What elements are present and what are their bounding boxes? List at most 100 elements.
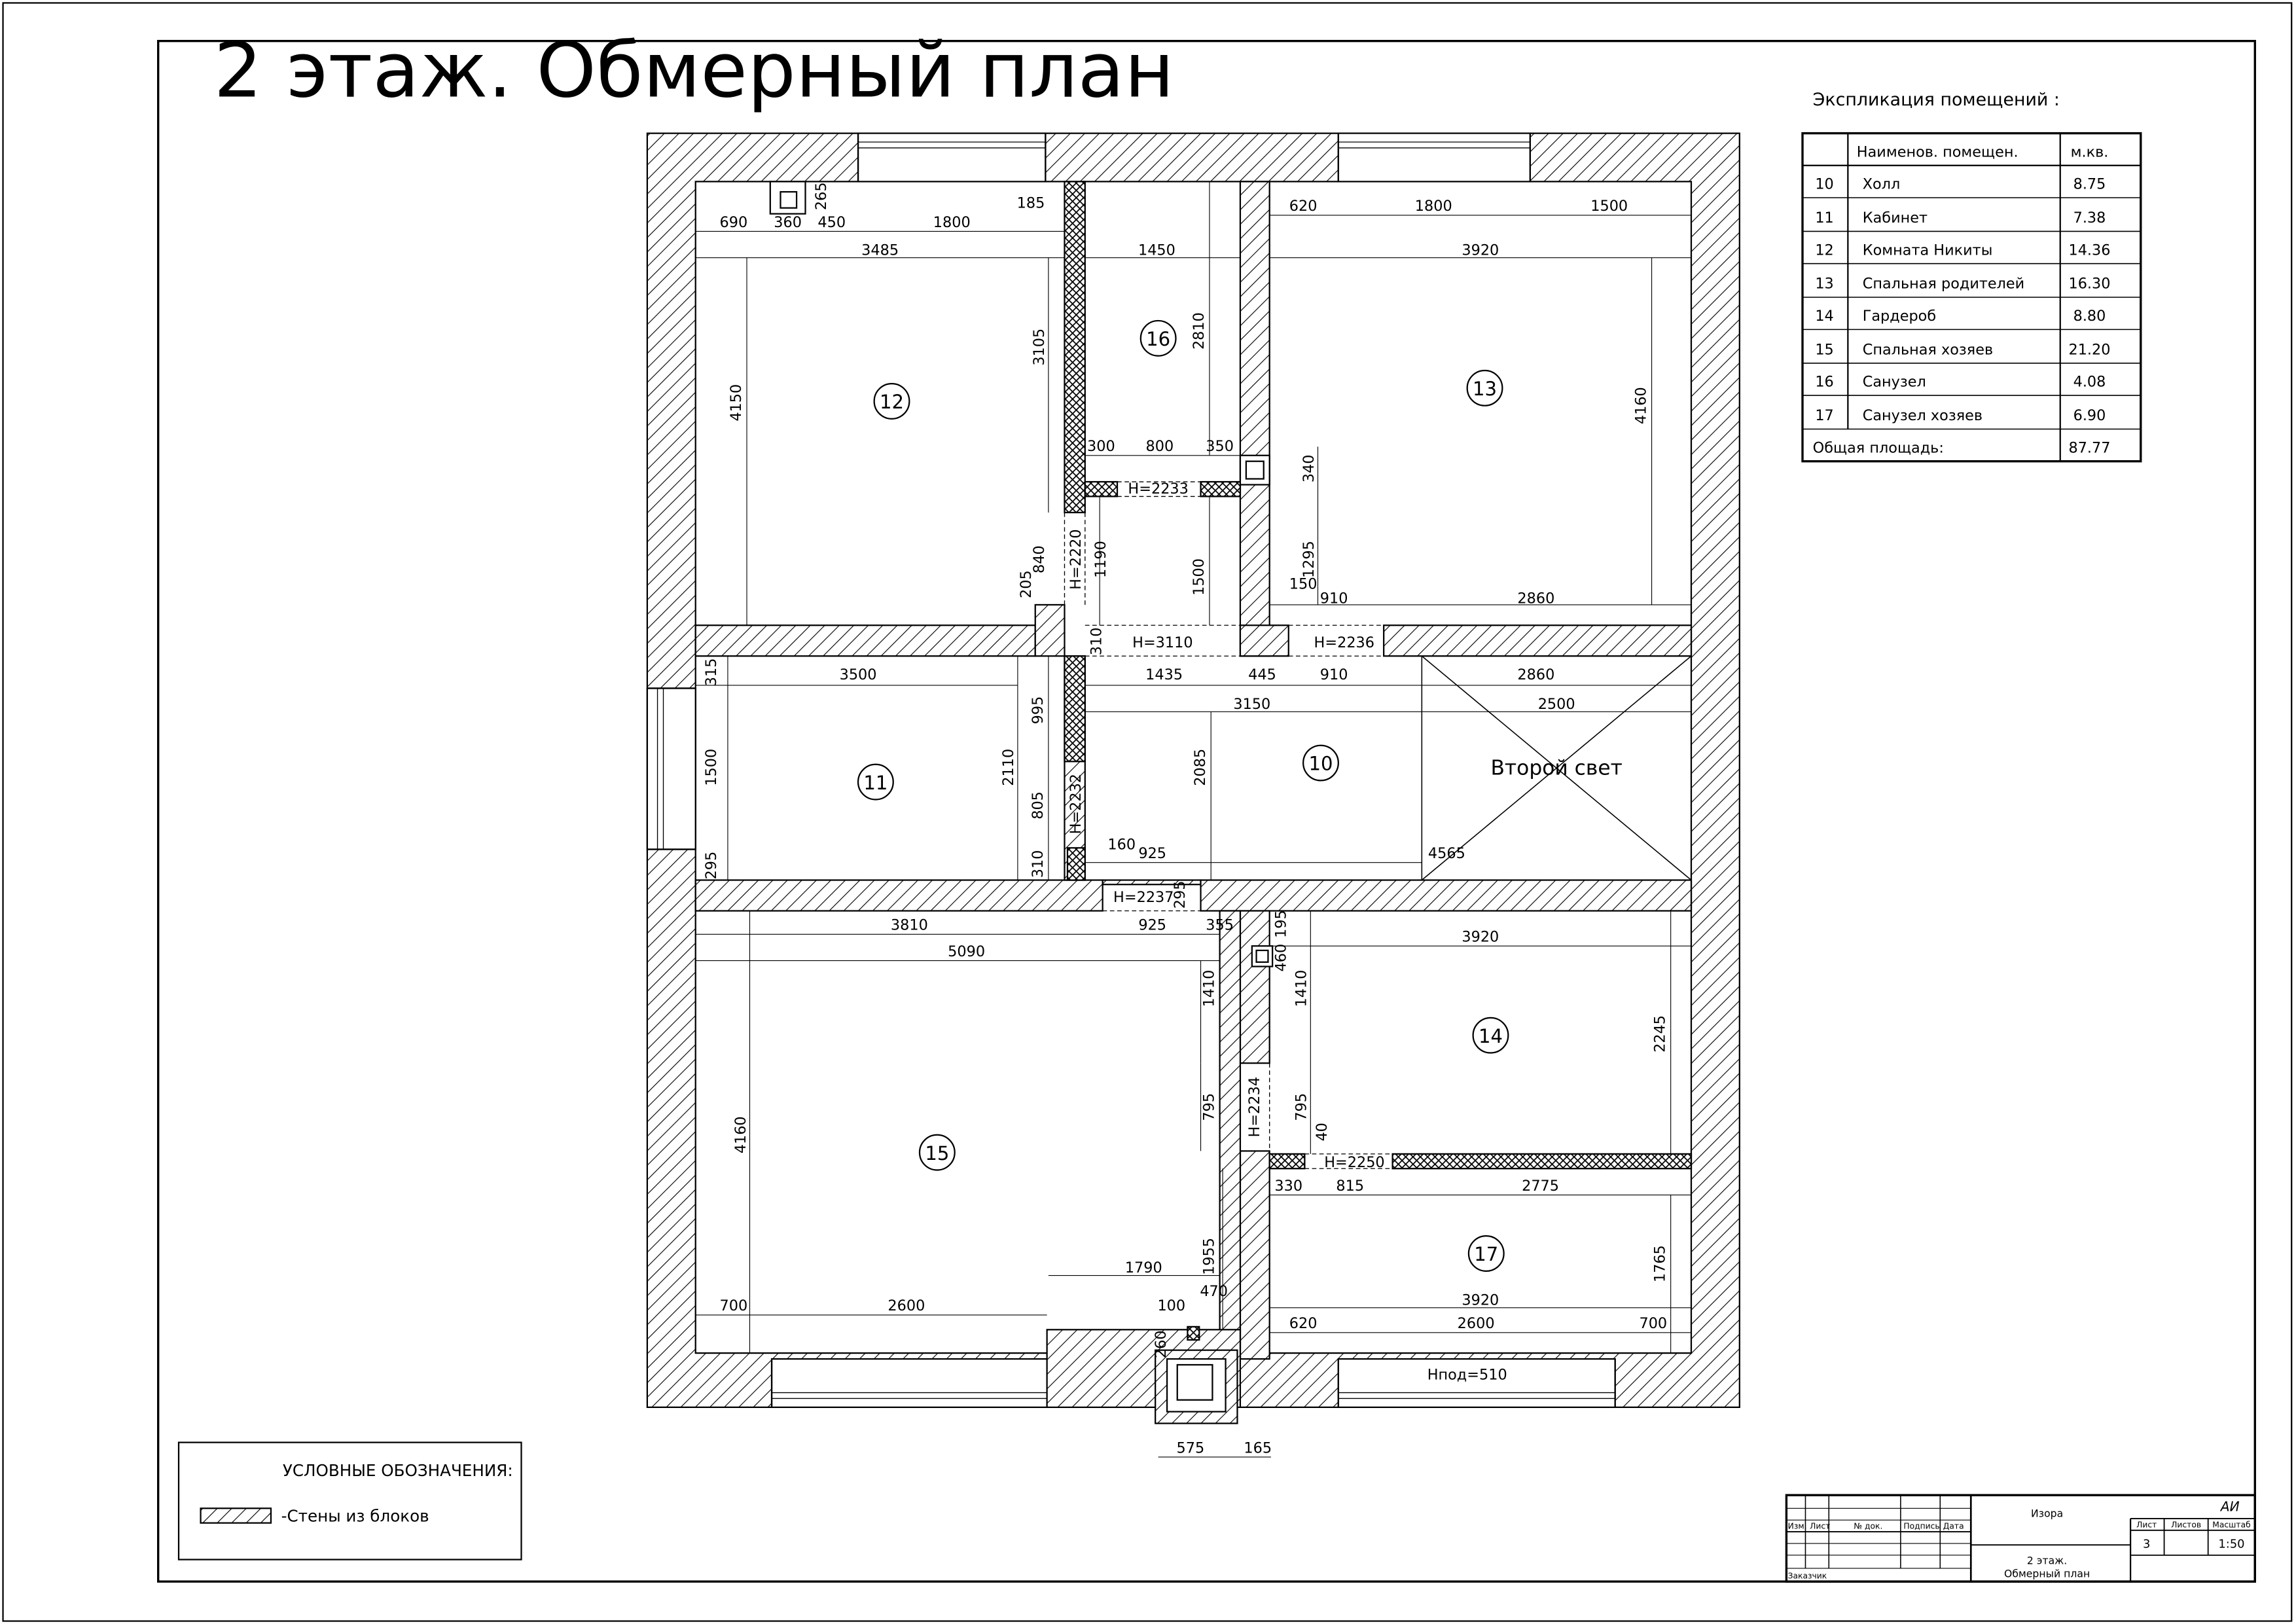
explication-row-name: Кабинет [1863, 209, 1928, 226]
dim-text: 340 [1300, 455, 1318, 483]
room-number: 12 [880, 391, 904, 413]
explication-row-name: Санузел [1863, 374, 1926, 391]
tb-col-date: Дата [1943, 1522, 1964, 1531]
dim-text: 330 [1274, 1178, 1302, 1195]
dim-text: 355 [1206, 917, 1234, 934]
dim-text: 310 [1088, 628, 1105, 656]
dim-text: 925 [1138, 917, 1166, 934]
dim-text: 315 [703, 659, 720, 687]
room-number: 10 [1308, 753, 1333, 775]
dim-text: 460 [1272, 944, 1289, 972]
dim-text: 165 [1244, 1439, 1272, 1456]
room-markers [857, 319, 1509, 1272]
legend-title: УСЛОВНЫЕ ОБОЗНАЧЕНИЯ: [283, 1461, 513, 1480]
dim-text: 3920 [1462, 242, 1499, 259]
room-number: 13 [1473, 378, 1497, 400]
explication-table [1801, 132, 2142, 463]
dim-text: 40 [1314, 1123, 1331, 1141]
explication-row-no: 15 [1815, 341, 1833, 358]
dim-text: 2860 [1517, 666, 1554, 683]
dim-text: 195 [1272, 910, 1289, 938]
tb-sheet-title-2: Обмерный план [2004, 1567, 2090, 1579]
explication-row-area: 7.38 [2073, 209, 2106, 226]
dim-text: 260 [1153, 1330, 1170, 1358]
explication-row-area: 16.30 [2068, 276, 2110, 293]
explication-row-name: Гардероб [1863, 308, 1936, 325]
dim-text: 3105 [1031, 329, 1048, 366]
room-number: 15 [925, 1142, 949, 1164]
opening-height: H=2236 [1314, 634, 1374, 651]
dim-text: 1435 [1145, 666, 1183, 683]
dim-text: 2775 [1522, 1178, 1559, 1195]
room-marker-13 [1466, 369, 1503, 406]
room-number: 11 [863, 772, 888, 794]
explication-texts: Наименов. помещен. м.кв. 10 Холл 8.75 11… [1813, 143, 2111, 456]
dim-text: 150 [1289, 575, 1318, 592]
tb-customer: Заказчик [1788, 1572, 1827, 1581]
dim-text: 1500 [1590, 198, 1628, 215]
dim-text: 4160 [1633, 387, 1650, 424]
dim-text: 2500 [1538, 696, 1575, 713]
explication-row-no: 10 [1815, 176, 1833, 193]
dim-text: 4150 [728, 384, 745, 422]
opening-height: H=2232 [1067, 774, 1085, 834]
dim-text: 2600 [1458, 1315, 1495, 1332]
dim-text: 3920 [1462, 1291, 1499, 1308]
dim-text: 3485 [861, 242, 899, 259]
dim-text: 795 [1201, 1093, 1218, 1121]
title-block-texts: Изм. Лист № док. Подпись Дата Заказчик И… [1788, 1499, 2251, 1581]
dim-text: 1800 [933, 214, 971, 231]
tb-sheet-title-1: 2 этаж. [2027, 1554, 2067, 1566]
dim-text: 910 [1320, 590, 1348, 607]
dim-text: 995 [1030, 696, 1047, 725]
dim-text: 925 [1138, 845, 1166, 862]
dim-text: 5090 [948, 943, 985, 960]
explication-row-name: Санузел хозяев [1863, 407, 1982, 424]
dim-text: 3500 [840, 666, 877, 683]
explication-row-no: 13 [1815, 276, 1833, 293]
tb-object: Изора [2031, 1507, 2063, 1520]
explication-col-area: м.кв. [2071, 143, 2109, 160]
dim-text: 3810 [891, 917, 928, 934]
dim-text: 620 [1289, 1315, 1318, 1332]
dim-text: 1500 [1191, 558, 1208, 596]
tb-scale: 1:50 [2218, 1538, 2244, 1551]
room-marker-11 [857, 763, 894, 801]
room-marker-16 [1139, 319, 1177, 357]
dim-text: 265 [813, 182, 830, 210]
tb-sheet-no: 3 [2143, 1538, 2150, 1551]
tb-col-izm: Изм. [1788, 1522, 1807, 1531]
opening-height: H=2220 [1067, 529, 1085, 589]
second-light-void [1421, 655, 1692, 881]
room-marker-14 [1472, 1017, 1509, 1054]
dim-text: 100 [1157, 1297, 1185, 1314]
explication-row-no: 14 [1815, 308, 1833, 325]
explication-row-area: 14.36 [2068, 242, 2110, 259]
explication-row-name: Холл [1863, 176, 1901, 193]
opening-height: H=2233 [1128, 480, 1188, 497]
legend-item: -Стены из блоков [281, 1506, 429, 1525]
dim-text: 470 [1200, 1283, 1228, 1300]
dim-text: Hпод=510 [1427, 1366, 1507, 1383]
explication-row-area: 6.90 [2073, 407, 2106, 424]
dim-text: 800 [1146, 438, 1174, 455]
explication-row-name: Спальная родителей [1863, 276, 2025, 293]
explication-heading: Экспликация помещений : [1813, 90, 2060, 110]
tb-col-list: Лист [1810, 1522, 1830, 1531]
room-marker-15 [918, 1134, 956, 1171]
exterior-walls [646, 132, 1740, 1409]
opening-height: H=2250 [1324, 1154, 1384, 1171]
dim-text: 840 [1031, 545, 1048, 573]
tb-stage: АИ [2219, 1499, 2240, 1515]
dim-text: 805 [1030, 791, 1047, 820]
dim-text: 445 [1248, 666, 1276, 683]
tb-lbl-sheet: Лист [2136, 1520, 2157, 1529]
shafts [769, 181, 1274, 1424]
opening-height: H=3110 [1132, 634, 1193, 651]
dim-text: 910 [1320, 666, 1348, 683]
tb-col-doc: № док. [1854, 1522, 1882, 1531]
dim-text: 700 [1639, 1315, 1667, 1332]
room-number: 14 [1479, 1025, 1503, 1047]
dim-text: 3150 [1233, 696, 1270, 713]
dim-text: 700 [720, 1297, 748, 1314]
